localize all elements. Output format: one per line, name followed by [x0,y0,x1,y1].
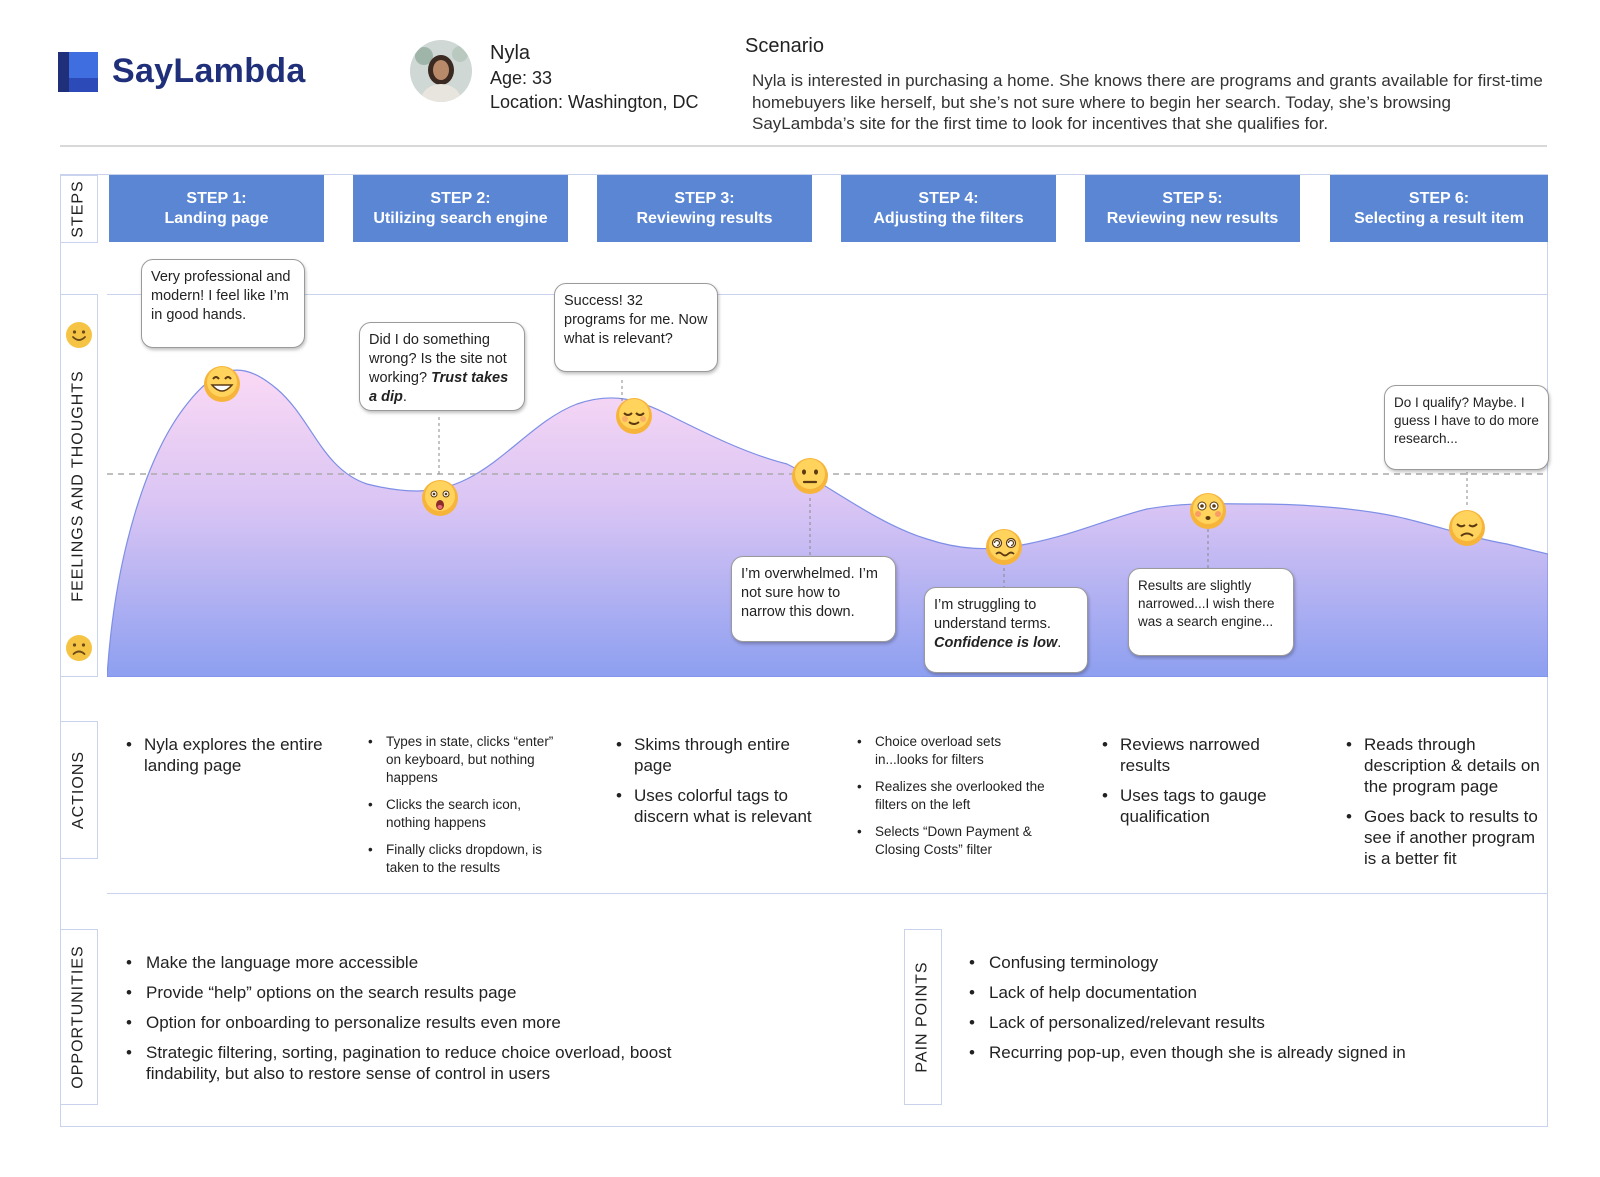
thought-bubble-4: I’m overwhelmed. I’m not sure how to nar… [731,556,896,642]
action-item: Choice overload sets in...looks for filt… [857,733,1057,769]
step-5-title: Reviewing new results [1106,210,1279,227]
actions-step-5: Reviews narrowed results Uses tags to ga… [1102,734,1302,836]
pain-points-row-label: PAIN POINTS [904,929,942,1105]
pain-point-item: Recurring pop-up, even though she is alr… [969,1042,1529,1063]
header-divider [60,145,1547,147]
step-5-number: STEP 5: [1162,190,1223,207]
thought-5-emphasis: Confidence is low [934,635,1058,651]
step-2-number: STEP 2: [430,190,491,207]
actions-label-text: ACTIONS [70,750,87,830]
opportunities-label-text: OPPORTUNITIES [70,945,88,1089]
thought-4-text: I’m overwhelmed. I’m not sure how to nar… [741,566,878,620]
thought-1-text: Very professional and modern! I feel lik… [151,269,291,323]
scenario-title: Scenario [745,35,824,57]
step-4-box: STEP 4: Adjusting the filters [841,175,1056,242]
thought-2-text: Did I do something wrong? Is the site no… [369,332,507,386]
opportunity-item: Option for onboarding to personalize res… [126,1012,686,1033]
pain-points-list: Confusing terminology Lack of help docum… [969,952,1529,1072]
step-1-box: STEP 1: Landing page [109,175,324,242]
feelings-row-label: FEELINGS AND THOUGHTS [60,294,98,677]
step-5-box: STEP 5: Reviewing new results [1085,175,1300,242]
grinning-face-icon [204,366,240,402]
relieved-face-icon [616,398,652,434]
action-item: Realizes she overlooked the filters on t… [857,778,1057,814]
persona-name: Nyla [490,42,531,64]
actions-divider [107,893,1548,894]
thought-bubble-3: Success! 32 programs for me. Now what is… [554,283,718,372]
feelings-label-text: FEELINGS AND THOUGHTS [70,369,87,602]
shocked-face-icon [422,480,458,516]
pain-point-item: Lack of personalized/relevant results [969,1012,1529,1033]
thought-bubble-5: I’m struggling to understand terms. Conf… [924,587,1088,673]
brand-name: SayLambda [112,52,306,90]
thought-3-text: Success! 32 programs for me. Now what is… [564,293,708,347]
thought-bubble-6: Results are slightly narrowed...I wish t… [1128,568,1294,656]
persona-avatar [410,40,472,102]
actions-step-1: Nyla explores the entire landing page [126,734,326,785]
pain-points-label-text: PAIN POINTS [914,961,932,1073]
disappointed-face-icon [1449,510,1485,546]
actions-step-2: Types in state, clicks “enter” on keyboa… [368,733,568,886]
action-item: Reads through description & details on t… [1346,734,1546,797]
flushed-face-icon [1190,493,1226,529]
thought-2-tail: . [402,389,407,405]
action-item: Nyla explores the entire landing page [126,734,326,776]
opportunities-row-label: OPPORTUNITIES [60,929,98,1105]
persona-age: Age: 33 [490,68,553,88]
action-item: Types in state, clicks “enter” on keyboa… [368,733,568,787]
thought-bubble-7: Do I qualify? Maybe. I guess I have to d… [1384,385,1549,470]
step-2-title: Utilizing search engine [373,210,548,227]
opportunity-item: Strategic filtering, sorting, pagination… [126,1042,686,1084]
thought-bubble-1: Very professional and modern! I feel lik… [141,259,305,348]
feelings-chart-area [107,294,1548,677]
action-item: Clicks the search icon, nothing happens [368,796,568,832]
dizzy-face-icon [986,529,1022,565]
action-item: Uses colorful tags to discern what is re… [616,785,816,827]
sad-face-icon [66,635,92,661]
opportunities-list: Make the language more accessible Provid… [126,952,686,1093]
step-6-number: STEP 6: [1408,190,1470,207]
action-item: Finally clicks dropdown, is taken to the… [368,841,568,877]
step-4-number: STEP 4: [918,190,979,207]
action-item: Reviews narrowed results [1102,734,1302,776]
thought-5-tail: . [1057,635,1062,651]
actions-step-6: Reads through description & details on t… [1346,734,1546,878]
step-6-box: STEP 6: Selecting a result item [1330,175,1548,242]
step-2-box: STEP 2: Utilizing search engine [353,175,568,242]
happy-face-icon [66,322,92,348]
step-3-box: STEP 3: Reviewing results [597,175,812,242]
scenario-text: Nyla is interested in purchasing a home.… [752,71,1543,133]
action-item: Uses tags to gauge qualification [1102,785,1302,827]
actions-row-label: ACTIONS [60,721,98,859]
thought-7-text: Do I qualify? Maybe. I guess I have to d… [1394,395,1539,446]
pain-point-item: Confusing terminology [969,952,1529,973]
pain-point-item: Lack of help documentation [969,982,1529,1003]
steps-row-label: STEPS [60,175,98,243]
action-item: Skims through entire page [616,734,816,776]
thought-6-text: Results are slightly narrowed...I wish t… [1138,578,1275,629]
step-6-title: Selecting a result item [1354,210,1524,227]
action-item: Selects “Down Payment & Closing Costs” f… [857,823,1057,859]
thought-5-text: I’m struggling to understand terms. [934,597,1051,632]
step-4-title: Adjusting the filters [873,210,1024,227]
neutral-face-icon [792,458,828,494]
saylambda-logo-icon [58,52,98,92]
step-1-title: Landing page [164,210,269,227]
persona-location: Location: Washington, DC [490,92,699,112]
step-1-number: STEP 1: [186,190,247,207]
actions-step-4: Choice overload sets in...looks for filt… [857,733,1057,868]
opportunity-item: Make the language more accessible [126,952,686,973]
actions-step-3: Skims through entire page Uses colorful … [616,734,816,836]
steps-label-text: STEPS [70,180,87,238]
step-3-title: Reviewing results [636,210,773,227]
step-3-number: STEP 3: [674,190,735,207]
opportunity-item: Provide “help” options on the search res… [126,982,686,1003]
action-item: Goes back to results to see if another p… [1346,806,1546,869]
thought-2-emphasis: Trust takes a dip [369,370,509,405]
thought-bubble-2: Did I do something wrong? Is the site no… [359,322,525,411]
